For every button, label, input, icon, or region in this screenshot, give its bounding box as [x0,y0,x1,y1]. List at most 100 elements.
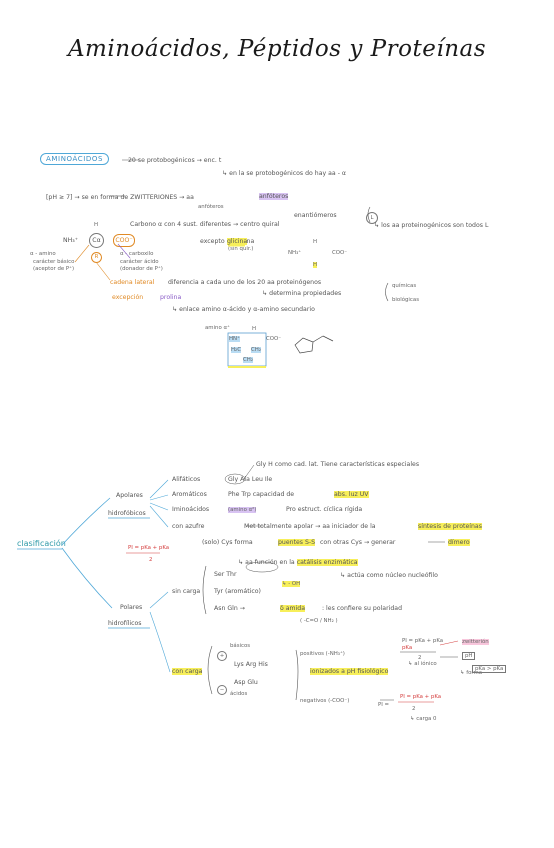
cadena-lateral: cadena lateral [110,279,155,286]
pi-right-bottom: PI = pKa + pKa [400,694,442,700]
hidrofobicos: hidrofóbicos [108,510,146,517]
amino-sec: (amino α²) [228,507,257,513]
prolina: prolina [160,294,182,301]
l-circle-icon: L [366,212,378,224]
aminoacidos-box: AMINOÁCIDOS [40,153,110,165]
zwitterion: zwitterión [462,639,489,645]
page-title: Aminoácidos, Péptidos y Proteínas [67,36,487,62]
biologicas: biológicas [392,297,420,303]
ionizados: ionizados a pH fisiológico [310,668,389,675]
proline-ring-right: CH₂ [251,347,261,353]
proline-ring-left: H₂C [231,347,241,353]
amino-sub1: carácter básico [33,259,75,265]
amino-alpha-note: amino α⁺ [205,325,230,331]
carboxilo-label: α - carboxilo [120,251,154,257]
amide-struct: ( -C=O / NH₂ ) [300,618,338,624]
carga-note: ↳ carga 0 [410,716,437,722]
pi-right-top-den: 2 [418,655,422,661]
positivo: positivos (-NH₃⁺) [300,651,345,657]
clasificacion: clasificación [17,539,66,548]
pi-right-top: PI = pKa + pKa [402,638,444,644]
quimicas: químicas [392,283,417,289]
carboxilo-sub2: (donador de P⁺) [120,266,163,272]
aromaticos: Aromáticos [172,491,207,498]
plus-circle-icon: + [217,651,227,661]
basicos: básicos [230,643,251,649]
gly-h-bottom: H [313,262,318,268]
hidrofilicos: hidrofílicos [108,620,142,627]
asn-gln: Asn Gln → [214,605,245,612]
cargas-box: pKa > pKa [472,665,507,673]
alifaticos: Alifáticos [172,476,201,483]
amino-label: α - amino [30,251,56,257]
catalisis: catálisis enzimática [296,559,358,566]
ph-line: [pH ≥ 7] → se en forma de ZWITTERIONES →… [46,194,194,201]
pro-note: Pro estruct. cíclica rígida [286,506,363,513]
determina-line: ↳ determina propiedades [262,290,342,297]
cys-note: (solo) Cys forma [202,539,253,546]
anfoteros-sub: anfóteros [198,204,224,210]
acidos: ácidos [230,691,248,697]
forma: ↳ forma [460,670,483,676]
amino-sub2: (aceptor de P⁺) [33,266,75,272]
proline-h: H [252,326,257,332]
line1: 20 se protobogénicos → enc. t [128,157,222,164]
glicina-word: glicina [227,238,248,245]
glicina-highlight: glicina [226,238,248,245]
pi-right-top-ka: pKa [402,645,413,651]
al-ionico: ↳ al iónico [408,661,437,667]
oh: ↳ - OH [282,581,301,587]
h-atom: H [94,222,99,228]
glicina-sub: (sin quir.) [228,246,254,252]
abs-uv: abs. luz UV [334,491,369,498]
proline-nh: HN⁺ [229,336,240,342]
con-carga: con carga [172,668,203,675]
actua: ↳ actúa como núcleo nucleófilo [340,572,438,579]
tyr: Tyr (aromático) [214,588,261,595]
pi-den-left: 2 [149,557,153,563]
amida-note: : les confiere su polaridad [322,605,403,612]
carbono-line: Carbono α con 4 sust. diferentes → centr… [130,221,280,228]
diferencia-line: diferencia a cada uno de los 20 aa prote… [168,279,322,286]
dimero: dímero [448,539,470,546]
excepcion: excepción [112,294,144,301]
pi-right-bottom-label: PI = [378,702,390,708]
anfoteros-highlight: anfóteros [257,193,290,200]
enantiomeros-note: ↳ los aa proteinogénicos son todos L [374,222,489,229]
nh3-group: NH₃⁺ [63,237,79,244]
carboxilo-sub1: carácter ácido [120,259,159,265]
proline-skeleton [294,337,314,354]
minus-circle-icon: − [217,685,227,695]
ph-box-right: pH [462,652,476,660]
apolares: Apolares [116,492,143,499]
enlace-line: ↳ enlace amino α-ácido y α-amino secunda… [172,306,315,313]
proline-ring-bottom: CH₂ [243,357,253,363]
met-note: Met totalmente apolar → aa iniciador de … [244,523,376,530]
pi-right-bottom-den: 2 [412,706,416,712]
gly-coo: COO⁻ [332,250,348,256]
pi-formula-left: PI = pKa + pKa [128,545,170,551]
sintesis: síntesis de proteínas [418,523,482,530]
gly-note: Gly H como cad. lat. Tiene característic… [256,461,420,468]
iminoacidos: Iminoácidos [172,506,210,513]
polares: Polares [120,604,143,611]
aromaticos-aa: Phe Trp capacidad de [228,491,295,498]
con-azufre: con azufre [172,523,205,530]
amida: δ amida [280,605,306,612]
c-alpha-circle: Cα [89,233,104,248]
anfoteros-word: anfóteros [259,193,289,200]
coo-group: COO⁻ [113,234,135,247]
sin-carga: sin carga [172,588,201,595]
puentes: puentes S-S [278,539,316,546]
negativo: negativos (-COO⁻) [300,698,350,704]
se-funcion-line: ↳ aa función en la catálisis enzimática [238,559,358,566]
se-funcion: ↳ aa función en la [238,559,295,566]
line1b: ↳ en la se protobogénicos do hay aa - α [222,170,346,177]
gly-nh3: NH₃⁺ [288,250,302,256]
enantiomeros: enantiómeros [294,212,337,219]
alifaticos-aa: Gly Ala Leu Ile [228,476,273,483]
lys-arg-his: Lys Arg His [234,661,268,668]
proline-coo: COO⁻ [266,336,282,342]
